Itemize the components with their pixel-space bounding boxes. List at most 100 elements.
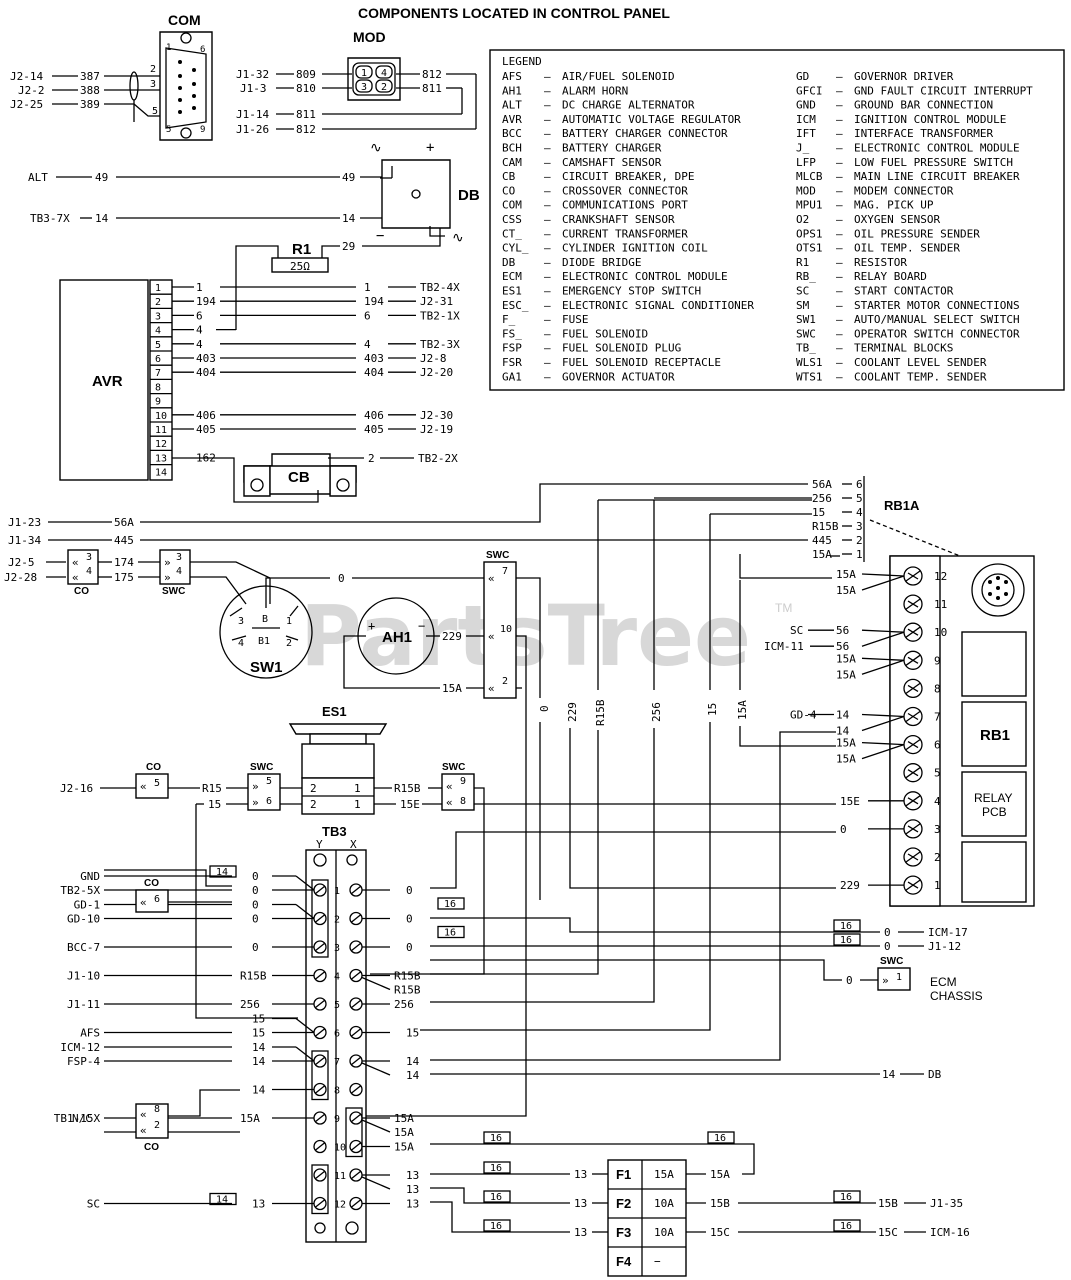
rb1-terminal-11: 11	[903, 594, 947, 614]
legend-code: SWC	[796, 327, 816, 340]
legend-code: OTS1	[796, 242, 823, 255]
tb3-right-label: 13	[406, 1198, 419, 1211]
rb1-terminal-num: 12	[934, 570, 947, 583]
legend-code: BCH	[502, 142, 522, 155]
rb1-wire-label: 56	[836, 624, 849, 637]
legend-code: SC	[796, 285, 809, 298]
legend-desc: GROUND BAR CONNECTION	[854, 99, 993, 112]
legend-code: F_	[502, 313, 516, 326]
legend-desc: CRANKSHAFT SENSOR	[562, 213, 675, 226]
legend-dash: –	[836, 342, 843, 355]
fuse-rating: 15A	[654, 1168, 674, 1181]
legend-code: AVR	[502, 113, 522, 126]
mod-right-1: 812	[422, 68, 442, 81]
legend-desc: FUSE	[562, 313, 589, 326]
mod-pin-1: 1	[361, 68, 367, 79]
es1-label: ES1	[322, 704, 347, 719]
legend-code: AFS	[502, 70, 522, 83]
co-top-pin-4: 4	[86, 566, 92, 577]
rb1-wire-3: 0	[840, 823, 904, 836]
legend-code: FSR	[502, 356, 522, 369]
legend-desc: OIL PRESSURE SENDER	[854, 227, 980, 240]
tb3-co-bottom-label: CO	[144, 1142, 159, 1153]
legend-code: R1	[796, 256, 809, 269]
legend-desc: ELECTRONIC SIGNAL CONDITIONER	[562, 299, 754, 312]
ah1-wire: 229	[442, 630, 462, 643]
legend-dash: –	[836, 227, 843, 240]
fuse-name: F2	[616, 1196, 631, 1211]
fuse-in: 13	[574, 1197, 587, 1210]
legend-desc: MAIN LINE CIRCUIT BREAKER	[854, 170, 1020, 183]
chevron-icon: «	[446, 780, 453, 793]
rb1a-wire: 445	[812, 534, 832, 547]
sw1-c4: 4	[238, 638, 244, 649]
tb3-left-from: SC	[87, 1198, 100, 1211]
rb1-wire-label: 56	[836, 640, 849, 653]
legend-code: FSP	[502, 342, 522, 355]
legend-dash: –	[544, 70, 551, 83]
tb3-right-label: 15	[406, 1027, 419, 1040]
rb1-wire-label: 14	[836, 709, 850, 722]
rb1-wire-label: 0	[840, 823, 847, 836]
avr-pin: 5	[155, 340, 161, 351]
legend-desc: BATTERY CHARGER CONNECTOR	[562, 127, 728, 140]
tb3-left-from: GND	[80, 870, 100, 883]
legend-desc: FUEL SOLENOID RECEPTACLE	[562, 356, 721, 369]
db-from-alt: ALT	[28, 171, 48, 184]
fuse-in: 13	[574, 1226, 587, 1239]
legend-dash: –	[836, 213, 843, 226]
chevron-icon: «	[488, 572, 495, 585]
rb1-wire-label: 15A	[836, 584, 856, 597]
legend-code: CYL_	[502, 242, 529, 255]
rb1-wire-label: 14	[836, 725, 850, 738]
legend-code: TB_	[796, 342, 816, 355]
legend-dash: –	[836, 313, 843, 326]
fuse-out: 15C	[710, 1226, 730, 1239]
tb3-right-label: 14	[406, 1055, 420, 1068]
es1-co-label: CO	[146, 762, 161, 773]
mod-wire-1: 809	[296, 68, 316, 81]
fuse-F4: F4−	[616, 1254, 661, 1269]
cb-dest: TB2-2X	[418, 452, 458, 465]
tb3-left-from: TB2-5X	[60, 884, 100, 897]
tb3-left-from: J1-11	[67, 998, 100, 1011]
avr-label: AVR	[92, 373, 123, 390]
legend-dash: –	[836, 285, 843, 298]
tb3-tag: 16	[840, 921, 852, 932]
ac-icon-2: ∿	[452, 230, 464, 246]
tb3-left-from: FSP-4	[67, 1055, 100, 1068]
db-label: DB	[458, 187, 480, 204]
co-top-label: CO	[74, 586, 89, 597]
tb3-row-num: 2	[334, 915, 340, 926]
legend-dash: –	[836, 370, 843, 383]
legend-dash: –	[836, 270, 843, 283]
legend-desc: RELAY BOARD	[854, 270, 927, 283]
r1-label: R1	[292, 241, 311, 258]
tb3-right-label: 15A	[394, 1112, 414, 1125]
co-top-wire-2: 175	[114, 571, 134, 584]
avr-wire-4: 4	[172, 324, 236, 337]
legend-code: SM	[796, 299, 810, 312]
ecm-swc-label: SWC	[880, 956, 903, 967]
page-title: COMPONENTS LOCATED IN CONTROL PANEL	[358, 5, 670, 21]
legend-dash: –	[544, 356, 551, 369]
tb3-tag: 14	[216, 867, 228, 878]
tb3-right-wire-2: 016	[362, 913, 465, 939]
rb1-wire-label: 15A	[836, 737, 856, 750]
legend-desc: RESISTOR	[854, 256, 907, 269]
legend-code: WLS1	[796, 356, 823, 369]
avr-wire-right: 194	[364, 295, 384, 308]
rb1-label: RB1	[980, 727, 1010, 744]
ecm-swc-pin: 1	[896, 972, 902, 983]
rb1-wire-from: ICM-11	[764, 640, 804, 653]
legend-dash: –	[836, 84, 843, 97]
legend-code: CSS	[502, 213, 522, 226]
swc-mid-label: SWC	[486, 550, 509, 561]
ah1-plus: +	[368, 619, 375, 633]
es1-swcr-pin-8: 8	[460, 796, 466, 807]
